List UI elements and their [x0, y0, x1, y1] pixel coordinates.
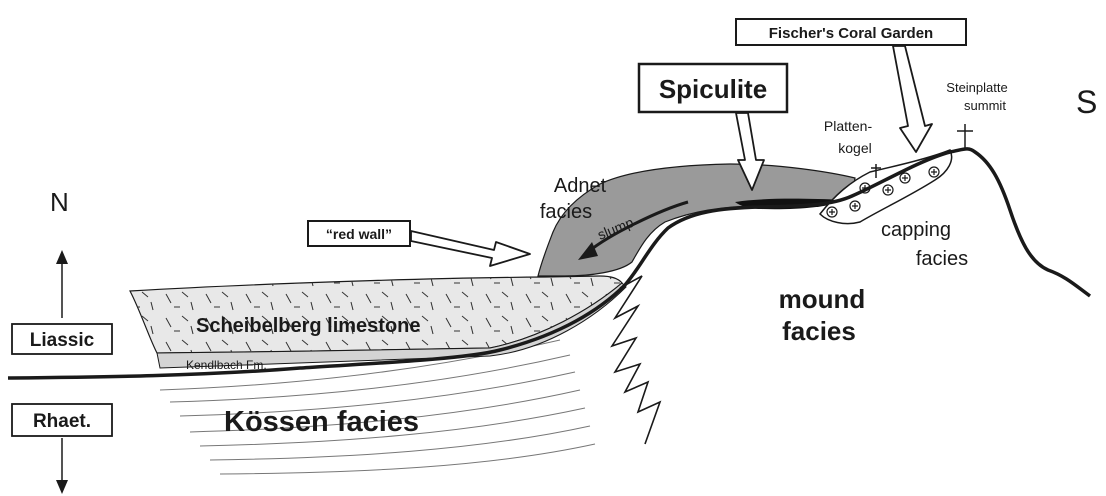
plattenkogel-label-line1: Platten- [824, 118, 873, 134]
mound-label-line2: facies [782, 316, 856, 346]
capping-symbol [883, 185, 893, 195]
rhaet-label: Rhaet. [33, 411, 91, 432]
steinplatte-label-line2: summit [964, 98, 1006, 113]
steinplatte-label-line1: Steinplatte [946, 80, 1007, 95]
adnet-label-line2: facies [540, 201, 592, 223]
red-wall-callout: “red wall” [308, 221, 530, 266]
red-wall-label: “red wall” [326, 226, 392, 242]
coral-garden-label: Fischer's Coral Garden [769, 25, 933, 42]
capping-label-line2: facies [916, 248, 968, 270]
liassic-box: Liassic [12, 324, 112, 354]
south-label: S [1076, 84, 1097, 120]
rhaet-box: Rhaet. [12, 404, 112, 436]
adnet-label-line1: Adnet [554, 175, 607, 197]
mound-label-line1: mound [779, 284, 866, 314]
liassic-label: Liassic [30, 330, 95, 351]
spiculite-label: Spiculite [659, 74, 767, 104]
koessen-label: Kössen facies [224, 406, 419, 438]
red-wall-pointer [411, 231, 530, 266]
stratigraphy-axis [56, 250, 68, 494]
capping-label-line1: capping [881, 219, 951, 241]
capping-symbol [850, 201, 860, 211]
north-label: N [50, 187, 69, 217]
interfingering-zigzag [612, 276, 660, 444]
capping-symbol [900, 173, 910, 183]
kendlbach-label: Kendlbach Fm. [186, 358, 267, 372]
coral-garden-pointer [893, 46, 932, 152]
scheibelberg-label: Scheibelberg limestone [196, 315, 421, 337]
plattenkogel-label-line2: kogel [838, 140, 871, 156]
capping-symbol [827, 207, 837, 217]
steinplatte-cross-icon [957, 124, 973, 148]
capping-symbol [929, 167, 939, 177]
